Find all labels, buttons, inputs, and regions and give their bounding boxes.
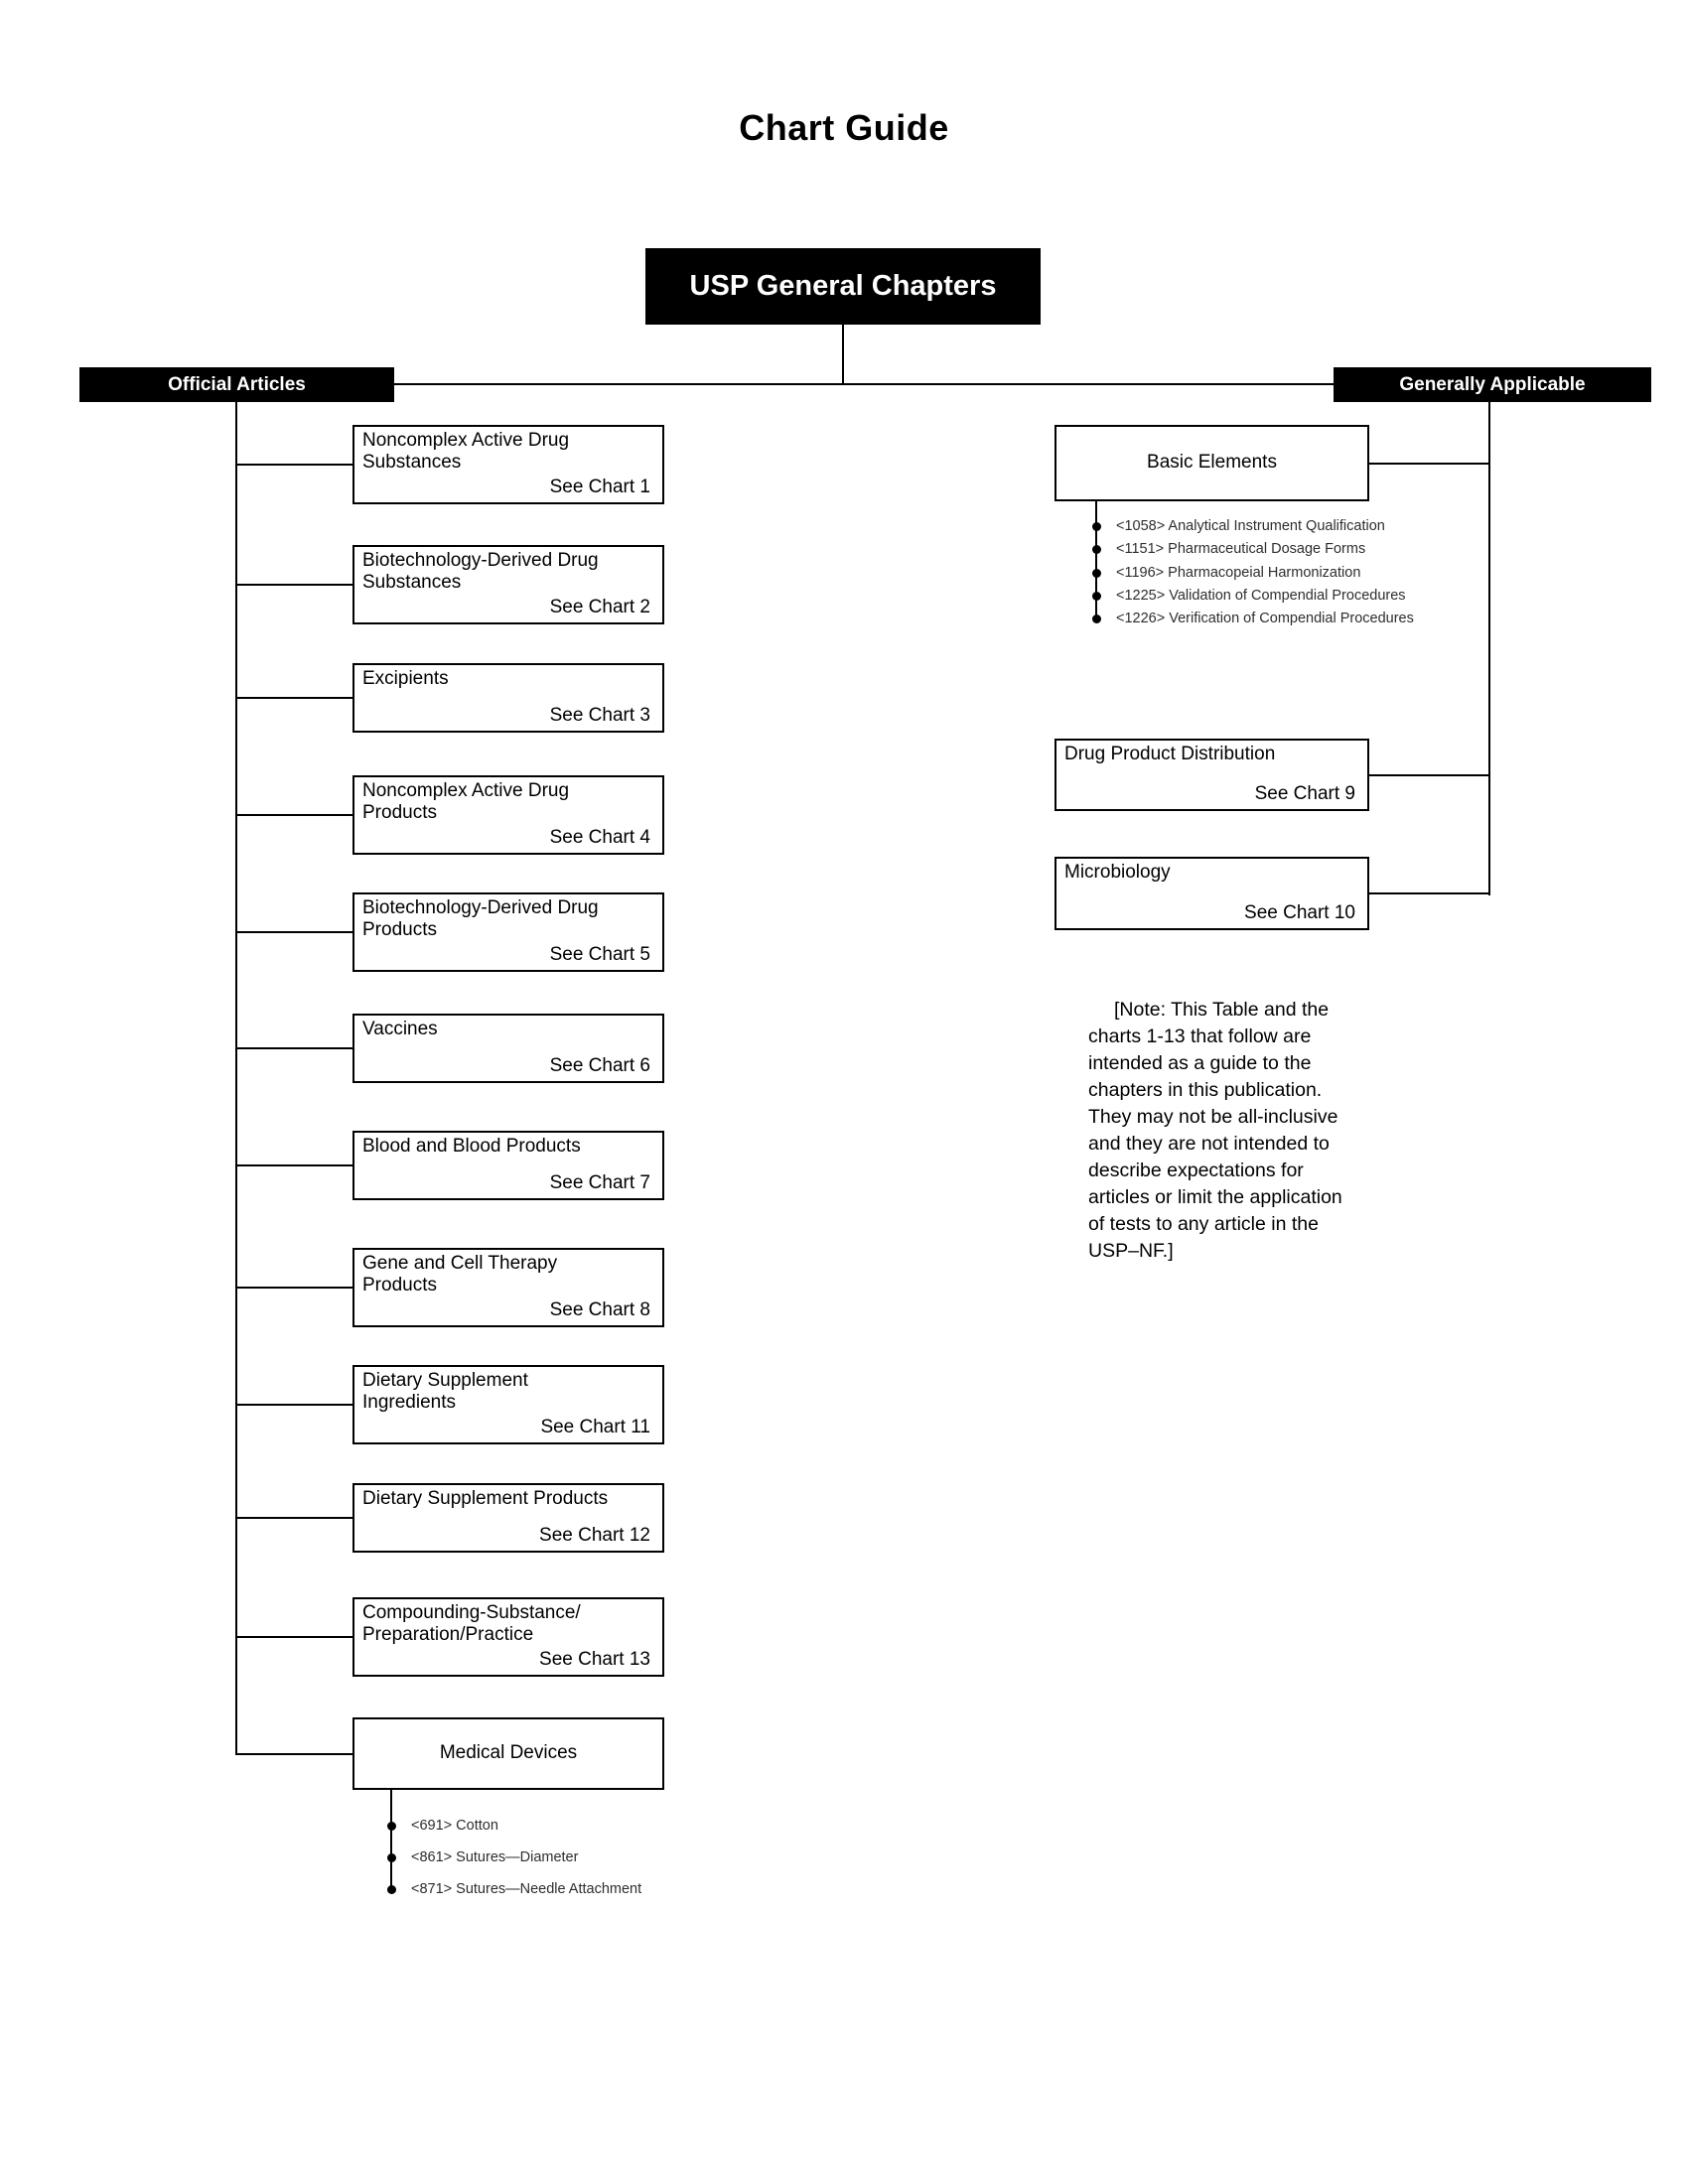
box-title: Basic Elements bbox=[1147, 451, 1277, 473]
medical-devices-item: <861> Sutures—Diameter bbox=[411, 1849, 579, 1865]
left-box-medical-devices: Medical Devices bbox=[352, 1717, 664, 1790]
see-chart-ref: See Chart 11 bbox=[540, 1416, 650, 1437]
basic-elements-item: <1225> Validation of Compendial Procedur… bbox=[1116, 588, 1406, 604]
box-title: Biotechnology-Derived Drug Products bbox=[362, 897, 599, 941]
left-branch-connector bbox=[236, 1404, 352, 1406]
basic-elements-item: <1151> Pharmaceutical Dosage Forms bbox=[1116, 541, 1366, 557]
branch-header-official-articles: Official Articles bbox=[79, 367, 394, 402]
box-title: Drug Product Distribution bbox=[1064, 744, 1276, 764]
see-chart-ref: See Chart 7 bbox=[549, 1171, 650, 1193]
see-chart-ref: See Chart 8 bbox=[549, 1298, 650, 1320]
see-chart-ref: See Chart 9 bbox=[1254, 782, 1355, 804]
header-crossbar bbox=[394, 383, 1334, 385]
left-branch-connector bbox=[236, 1164, 352, 1166]
left-branch-connector bbox=[236, 1753, 352, 1755]
root-node-usp-general-chapters: USP General Chapters bbox=[645, 248, 1041, 325]
left-branch-connector bbox=[236, 584, 352, 586]
box-title: Medical Devices bbox=[439, 1741, 578, 1763]
box-title: Dietary Supplement Products bbox=[362, 1488, 609, 1509]
box-title: Microbiology bbox=[1064, 862, 1171, 883]
medical-devices-stem bbox=[390, 1790, 392, 1889]
see-chart-ref: See Chart 1 bbox=[549, 476, 650, 497]
right-branch-connector bbox=[1369, 463, 1490, 465]
basic-elements-stem bbox=[1095, 501, 1097, 618]
left-branch-connector bbox=[236, 464, 352, 466]
see-chart-ref: See Chart 3 bbox=[549, 704, 650, 726]
medical-devices-item: <691> Cotton bbox=[411, 1818, 498, 1834]
right-trunk bbox=[1488, 402, 1490, 895]
see-chart-ref: See Chart 4 bbox=[549, 826, 650, 848]
bullet-icon bbox=[386, 1884, 396, 1894]
basic-elements-item: <1058> Analytical Instrument Qualificati… bbox=[1116, 518, 1385, 534]
left-branch-connector bbox=[236, 1517, 352, 1519]
box-title: Blood and Blood Products bbox=[362, 1136, 581, 1157]
bullet-icon bbox=[1091, 591, 1101, 601]
bullet-icon bbox=[1091, 521, 1101, 531]
see-chart-ref: See Chart 10 bbox=[1244, 901, 1355, 923]
page-title: Chart Guide bbox=[739, 107, 949, 148]
left-branch-connector bbox=[236, 931, 352, 933]
see-chart-ref: See Chart 6 bbox=[549, 1054, 650, 1076]
box-title: Biotechnology-Derived Drug Substances bbox=[362, 550, 599, 594]
basic-elements-item: <1226> Verification of Compendial Proced… bbox=[1116, 611, 1414, 626]
right-box-basic-elements: Basic Elements bbox=[1055, 425, 1369, 501]
bullet-icon bbox=[1091, 544, 1101, 554]
note-text: [Note: This Table and the charts 1-13 th… bbox=[1088, 999, 1342, 1262]
bullet-icon bbox=[386, 1852, 396, 1862]
see-chart-ref: See Chart 2 bbox=[549, 596, 650, 617]
right-branch-connector bbox=[1369, 892, 1490, 894]
left-branch-connector bbox=[236, 814, 352, 816]
box-title: Compounding-Substance/ Preparation/Pract… bbox=[362, 1602, 581, 1646]
medical-devices-item: <871> Sutures—Needle Attachment bbox=[411, 1881, 642, 1897]
see-chart-ref: See Chart 12 bbox=[539, 1524, 650, 1546]
left-branch-connector bbox=[236, 1287, 352, 1289]
box-title: Excipients bbox=[362, 668, 449, 689]
box-title: Dietary Supplement Ingredients bbox=[362, 1370, 528, 1414]
box-title: Noncomplex Active Drug Products bbox=[362, 780, 570, 824]
right-branch-connector bbox=[1369, 774, 1490, 776]
see-chart-ref: See Chart 5 bbox=[549, 943, 650, 965]
branch-header-generally-applicable: Generally Applicable bbox=[1334, 367, 1651, 402]
box-title: Vaccines bbox=[362, 1019, 438, 1039]
see-chart-ref: See Chart 13 bbox=[539, 1648, 650, 1670]
bullet-icon bbox=[386, 1821, 396, 1831]
bullet-icon bbox=[1091, 568, 1101, 578]
basic-elements-item: <1196> Pharmacopeial Harmonization bbox=[1116, 565, 1361, 581]
left-branch-connector bbox=[236, 1636, 352, 1638]
left-branch-connector bbox=[236, 697, 352, 699]
left-box-compounding-substance-preparation-practice: Compounding-Substance/ Preparation/Pract… bbox=[352, 1597, 664, 1677]
left-trunk bbox=[235, 402, 237, 1755]
bullet-icon bbox=[1091, 614, 1101, 623]
box-title: Gene and Cell Therapy Products bbox=[362, 1253, 558, 1297]
box-title: Noncomplex Active Drug Substances bbox=[362, 430, 570, 474]
root-stem bbox=[842, 325, 844, 384]
left-branch-connector bbox=[236, 1047, 352, 1049]
